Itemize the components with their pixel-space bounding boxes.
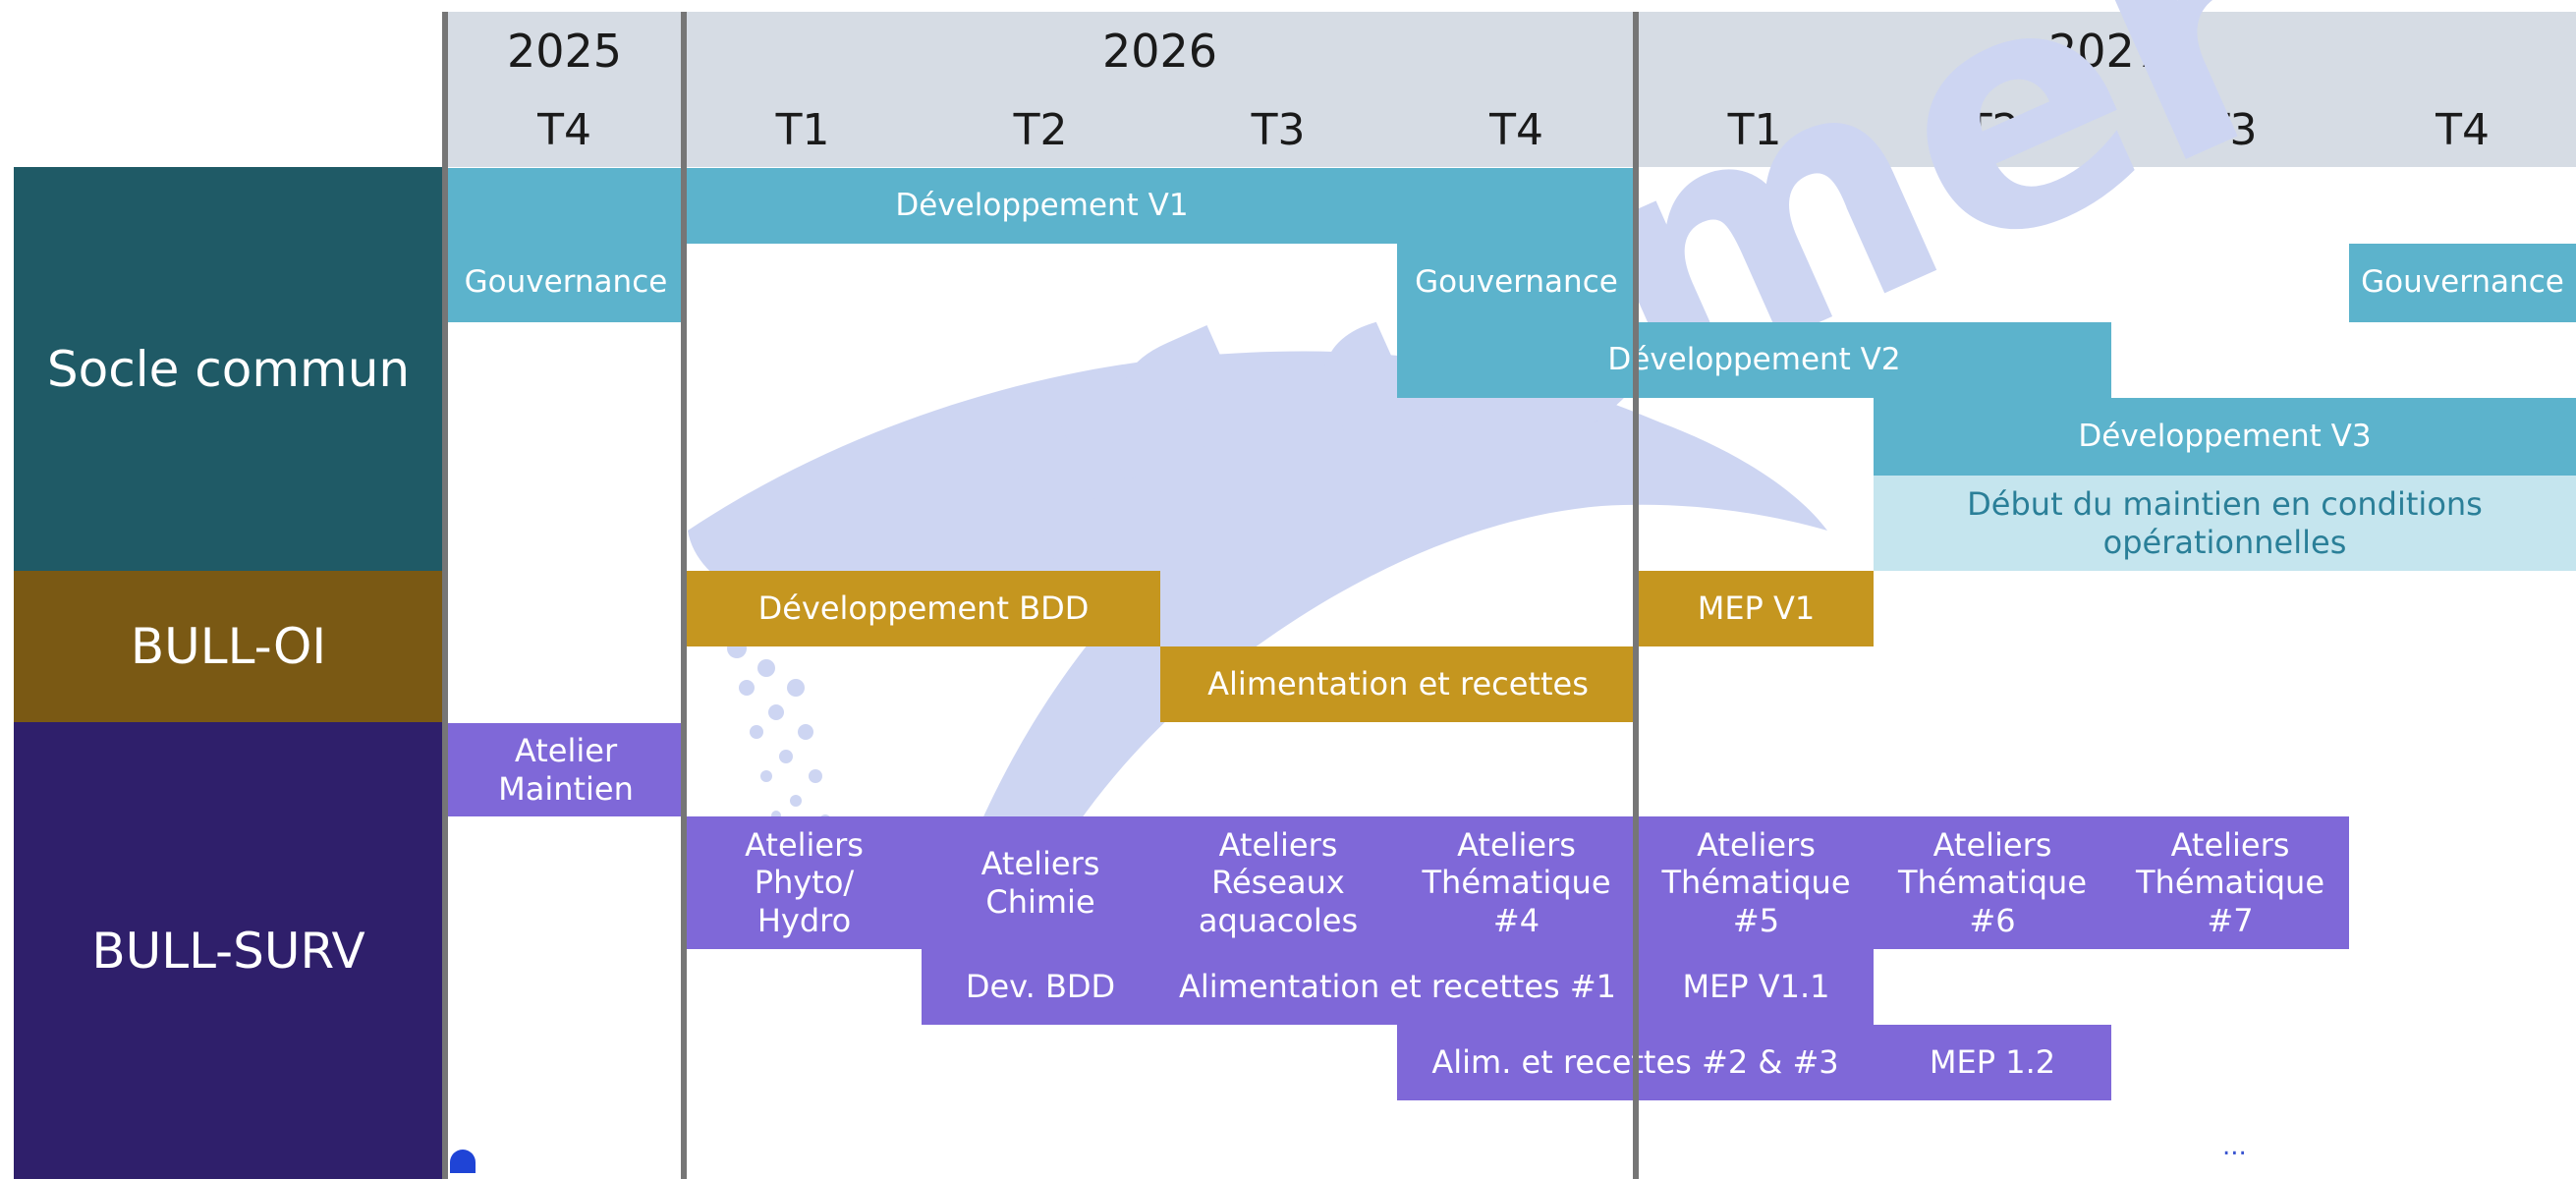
task-dev-bdd[interactable]: Dev. BDD (922, 949, 1159, 1025)
task-mep-v1-1[interactable]: MEP V1.1 (1639, 949, 1874, 1025)
task-label: MEP 1.2 (1929, 1043, 2056, 1082)
task-label: Développement V1 (895, 187, 1189, 223)
quarter-label: T4 (2436, 104, 2490, 155)
task-label: Ateliers Réseaux aquacoles (1198, 825, 1359, 939)
watermark-fragment: ... (2222, 1132, 2247, 1161)
task-developpement-v1[interactable]: Développement V1 (448, 168, 1636, 244)
task-label: Atelier Maintien (498, 732, 634, 808)
task-label: MEP V1 (1697, 590, 1816, 628)
quarter-label: T2 (1965, 104, 2020, 155)
task-mep-v1[interactable]: MEP V1 (1639, 571, 1874, 646)
task-label: Gouvernance (464, 264, 668, 301)
task-label: Alimentation et recettes #1 (1178, 968, 1617, 1006)
task-label: Dev. BDD (965, 968, 1116, 1006)
task-label: Alimentation et recettes (1207, 665, 1589, 703)
task-ateliers-phyto-hydro[interactable]: Ateliers Phyto/ Hydro (687, 816, 922, 949)
timeline-divider-2026 (681, 12, 687, 1179)
row-label-bull-surv: BULL-SURV (14, 722, 443, 1179)
task-ateliers-thematique-6[interactable]: Ateliers Thématique #6 (1874, 816, 2111, 949)
quarter-label: T3 (2203, 104, 2258, 155)
year-label-2026: 2026 (1101, 25, 1218, 78)
task-ateliers-thematique-5[interactable]: Ateliers Thématique #5 (1639, 816, 1874, 949)
header-2026 (684, 12, 1636, 167)
timeline-divider-left (442, 12, 448, 1179)
task-label: Développement V2 (1607, 341, 1901, 377)
header-2027 (1636, 12, 2576, 167)
task-label: Développement V3 (2078, 418, 2372, 454)
task-developpement-v3[interactable]: Développement V3 (1874, 398, 2576, 476)
timeline-divider-2027 (1633, 12, 1639, 1179)
year-label-2027: 2027 (2047, 25, 2164, 78)
quarter-label: T4 (1489, 104, 1543, 155)
row-label-socle-commun: Socle commun (14, 167, 443, 571)
task-ateliers-chimie[interactable]: Ateliers Chimie (922, 816, 1159, 949)
task-label: Ateliers Chimie (980, 845, 1100, 921)
task-label: Gouvernance (1415, 264, 1618, 301)
task-label: Début du maintien en conditions opératio… (1967, 485, 2483, 561)
task-label: Ateliers Thématique #6 (1897, 825, 2087, 939)
watermark-fragment-corner (450, 1150, 476, 1173)
task-label: Ateliers Thématique #7 (2135, 825, 2324, 939)
task-gouvernance-2027-t4[interactable]: Gouvernance (2349, 244, 2576, 322)
task-mep-1-2[interactable]: MEP 1.2 (1874, 1025, 2111, 1100)
quarter-label: T1 (775, 104, 830, 155)
task-label: Gouvernance (2361, 264, 2564, 301)
task-atelier-maintien[interactable]: Atelier Maintien (448, 723, 684, 816)
task-label: Ateliers Thématique #4 (1422, 825, 1611, 939)
header-2025 (445, 12, 684, 167)
task-label: MEP V1.1 (1682, 968, 1830, 1006)
task-ateliers-thematique-7[interactable]: Ateliers Thématique #7 (2111, 816, 2349, 949)
task-debut-maintien-conditions-operationnelles[interactable]: Début du maintien en conditions opératio… (1874, 476, 2576, 571)
task-ateliers-reseaux-aquacoles[interactable]: Ateliers Réseaux aquacoles (1159, 816, 1397, 949)
task-label: Ateliers Thématique #5 (1661, 825, 1851, 939)
task-alimentation-et-recettes[interactable]: Alimentation et recettes (1160, 646, 1636, 722)
task-label: Ateliers Phyto/ Hydro (745, 825, 864, 939)
task-label: Développement BDD (757, 590, 1090, 628)
task-developpement-bdd[interactable]: Développement BDD (687, 571, 1160, 646)
quarter-label: T3 (1251, 104, 1306, 155)
year-label-2025: 2025 (506, 25, 623, 78)
task-gouvernance-2025-t4[interactable]: Gouvernance (448, 244, 684, 322)
task-gouvernance-2026-t4[interactable]: Gouvernance (1397, 244, 1636, 322)
quarter-label: T4 (537, 104, 591, 155)
task-alimentation-et-recettes-1[interactable]: Alimentation et recettes #1 (1159, 949, 1636, 1025)
quarter-label: T1 (1727, 104, 1782, 155)
task-ateliers-thematique-4[interactable]: Ateliers Thématique #4 (1397, 816, 1636, 949)
task-developpement-v2[interactable]: Développement V2 (1397, 322, 2111, 398)
row-label-bull-oi: BULL-OI (14, 571, 443, 722)
quarter-label: T2 (1013, 104, 1068, 155)
